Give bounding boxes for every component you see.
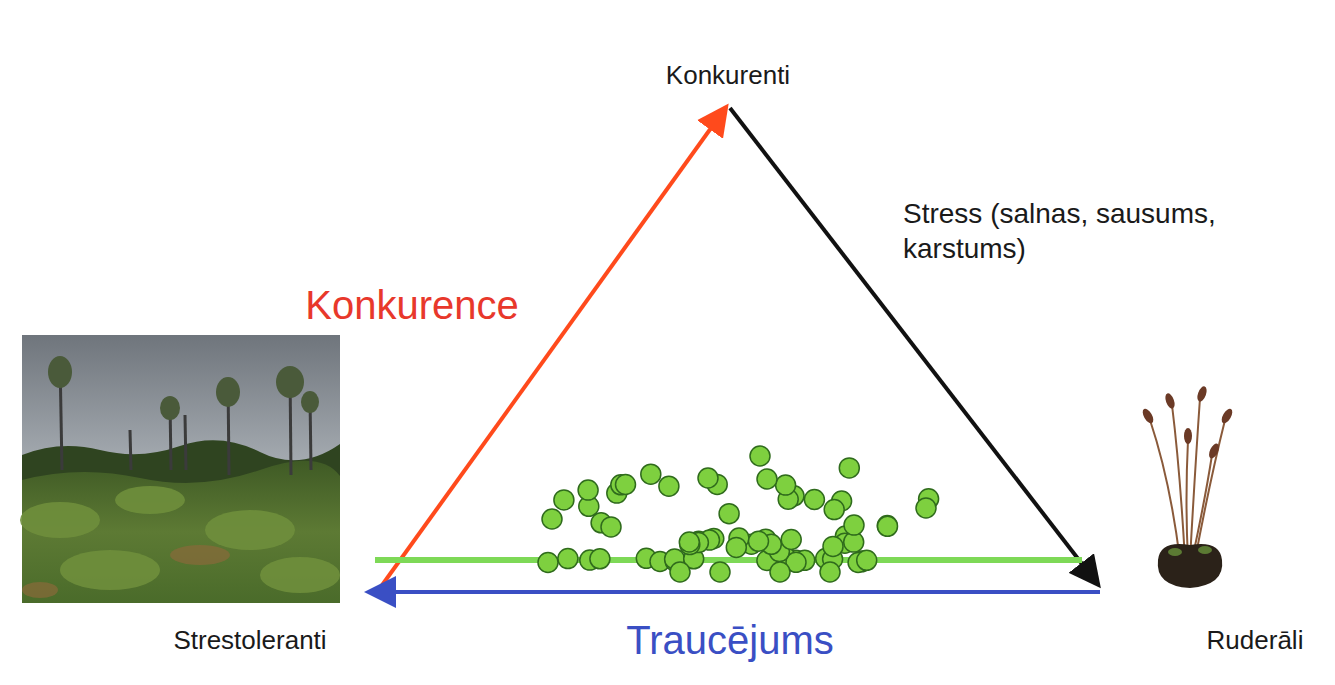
species-dot	[698, 468, 718, 488]
competition-arrow	[380, 110, 724, 588]
species-dot	[820, 562, 840, 582]
species-dot	[538, 553, 558, 573]
species-dot	[877, 516, 897, 536]
species-dot	[781, 530, 801, 550]
species-dot	[823, 536, 843, 556]
species-dot	[750, 446, 770, 466]
species-dot	[719, 504, 739, 524]
species-dot	[857, 550, 877, 570]
species-dot	[916, 498, 936, 518]
species-dot	[749, 531, 769, 551]
green-line	[375, 557, 1082, 563]
axis-label: Stress (salnas, sausums, karstums)	[903, 196, 1313, 266]
species-dot	[641, 464, 661, 484]
species-dot	[844, 515, 864, 535]
species-dot	[578, 480, 598, 500]
species-dot	[679, 532, 699, 552]
species-dot	[757, 469, 777, 489]
species-dot	[554, 490, 574, 510]
species-dot	[601, 517, 621, 537]
axis-label: Konkurence	[305, 280, 518, 330]
species-dot	[878, 516, 898, 536]
species-dot	[776, 475, 796, 495]
species-dot	[558, 549, 578, 569]
species-dot	[616, 475, 636, 495]
species-dot	[670, 562, 690, 582]
species-dot	[542, 509, 562, 529]
corner-label: Strestoleranti	[173, 624, 326, 657]
corner-label: Konkurenti	[666, 59, 790, 92]
species-dot	[710, 562, 730, 582]
species-dot	[770, 562, 790, 582]
stress-arrow	[730, 108, 1096, 582]
disturbance-arrow	[372, 590, 1100, 594]
species-dot	[659, 476, 679, 496]
axis-label: Traucējums	[626, 615, 833, 665]
species-dot	[726, 537, 746, 557]
plant-photo	[1141, 385, 1235, 588]
species-dot	[824, 500, 844, 520]
species-dot	[804, 490, 824, 510]
corner-label: Ruderāli	[1207, 624, 1304, 657]
species-dots	[538, 446, 939, 582]
species-dot	[590, 549, 610, 569]
species-dot	[839, 458, 859, 478]
landscape-photo	[20, 335, 340, 603]
